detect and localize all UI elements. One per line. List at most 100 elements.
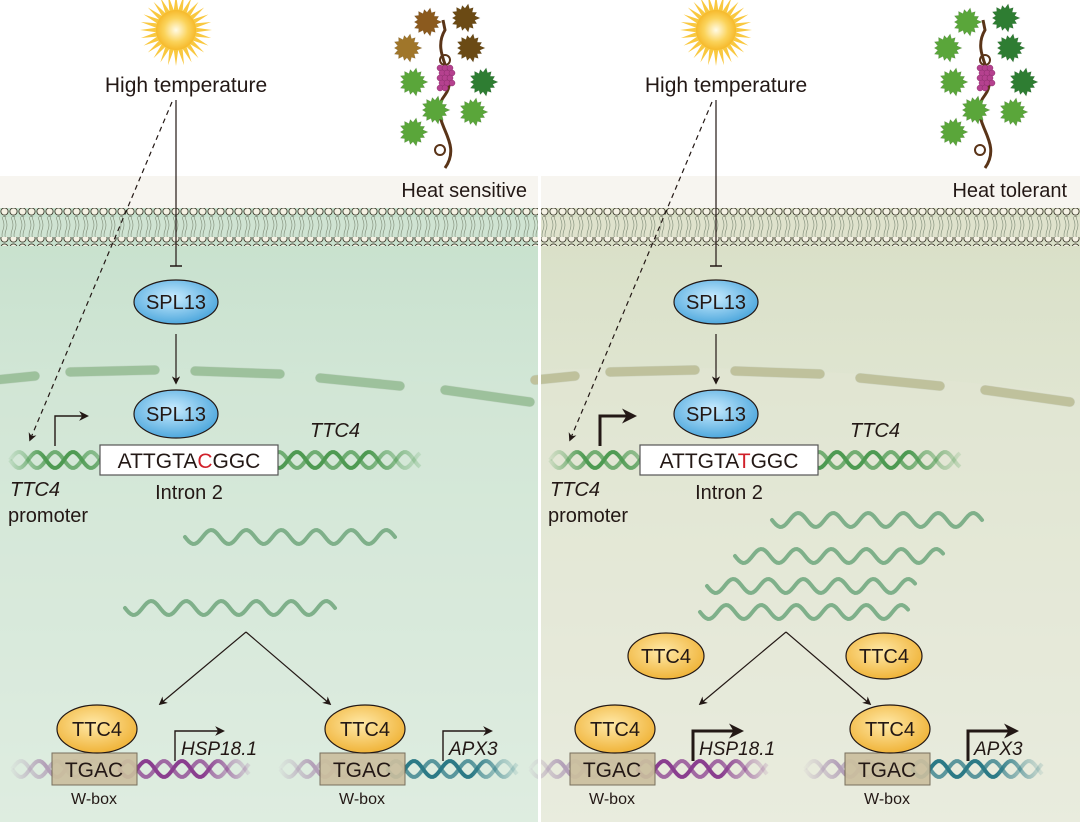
stimulus-label: High temperature [105,74,267,97]
transcription-start-arrow [691,723,744,761]
leaf [999,97,1029,127]
membrane-tails [540,217,1080,237]
dna-strand-b [808,450,962,470]
leaf [456,33,486,63]
leaf [996,33,1026,63]
wbox-label: W-box [589,791,635,808]
sun-core [696,10,736,50]
membrane-inner-heads [0,237,540,246]
ttc4-mrna-group [698,510,984,622]
nuclear-pore-segment [190,366,285,379]
spl13-protein-cytoplasm-label: SPL13 [686,292,746,314]
promoter-gene-label: TTC4 [10,479,60,501]
plant-phenotype-label: Heat sensitive [401,180,527,202]
vine-stem [437,19,453,169]
ttc4-protein-bound: TTC4 [324,704,406,754]
ttc4-mrna [705,576,917,596]
leaf [421,95,451,125]
ttc4-gene-label: TTC4 [850,420,900,442]
wbox-motif: TGAC [333,759,391,782]
nuclear-pore-segment [605,365,700,377]
ttc4-protein-bound-label: TTC4 [590,719,640,741]
ttc4-gene-label: TTC4 [310,420,360,442]
leaf [1009,67,1039,97]
sequence-prefix: ATTGTA [660,450,740,473]
spl13-protein-nucleus-label: SPL13 [686,404,746,426]
plant-phenotype-label: Heat tolerant [952,180,1067,202]
grape [988,79,996,87]
sun-core [156,10,196,50]
ttc4-promoter-dna [8,450,110,470]
dna-strand-a [548,450,650,470]
tendril [974,144,986,156]
target-gene-dna [385,759,519,779]
wbox-box [844,752,931,786]
promoter-label: promoter [8,505,88,527]
snp-variant-base: C [197,450,212,473]
nuclear-pore-segment [980,385,1075,407]
dna-strand-b [635,759,769,779]
nuclear-segment-outline [530,371,580,385]
ttc4-protein-bound-label: TTC4 [72,719,122,741]
spl13-protein-cytoplasm: SPL13 [673,279,759,325]
leaf [451,3,481,33]
dna-strand-a [8,450,110,470]
target-gene-dna [910,759,1044,779]
spl13-protein-nucleus-shape [673,389,759,439]
wbox-motif: TGAC [65,759,123,782]
leaf [459,97,489,127]
spl13-protein-nucleus: SPL13 [133,389,219,439]
ttc4-mrna [770,510,984,530]
spl13-protein-cytoplasm-shape [673,279,759,325]
dna-strand-b [910,759,1044,779]
snp-variant-base: T [738,450,751,473]
spl13-protein-cytoplasm-shape [133,279,219,325]
intron-sequence: ATTGTACGGC [118,450,261,473]
ttc4-protein-bound-shape [849,704,931,754]
intron-label: Intron 2 [695,482,763,504]
leaf [961,95,991,125]
sequence-prefix: ATTGTA [118,450,198,473]
grapevine-icon [393,3,499,169]
leaf [939,117,969,147]
nuclear-pore-segment [65,365,160,377]
intron-label: Intron 2 [155,482,223,504]
target-gene-dna [635,759,769,779]
stimulus-label: High temperature [645,74,807,97]
nucleus-region [0,367,540,822]
sequence-suffix: GGC [213,450,261,473]
wbox-label: W-box [864,791,910,808]
spl13-protein-nucleus-label: SPL13 [146,404,206,426]
nuclear-pore-segment [315,373,405,391]
leaf [399,117,429,147]
nuclear-segment-outline [605,365,700,377]
ttc4-protein-bound-label: TTC4 [340,719,390,741]
transcription-start-arrow [174,726,225,761]
transcription-start-arrow [442,726,493,761]
leaf [413,7,443,37]
dna-strand-b [548,450,650,470]
target-gene-dna [117,759,251,779]
dna-strand-b [8,450,110,470]
ttc4-protein-bound-shape [324,704,406,754]
arrow-to-apx3 [245,631,332,706]
dna-strand-b [117,759,251,779]
ttc4-protein-bound: TTC4 [849,704,931,754]
nuclear-pore-segment [530,371,580,385]
ttc4-protein-free: TTC4 [627,632,705,680]
nuclear-segment-outline [440,385,535,407]
nuclear-segment-outline [980,385,1075,407]
dashed-induction-arrow [28,101,173,442]
membrane-outer-heads [540,208,1080,217]
arrow-to-hsp18 [698,631,787,706]
nuclear-pore-segment [0,371,40,385]
ttc4-protein-bound: TTC4 [574,704,656,754]
wbox-label: W-box [71,791,117,808]
grape [441,84,449,92]
transcription-start-arrow [966,723,1019,761]
nucleus-region [540,367,1080,822]
leaf [939,67,969,97]
